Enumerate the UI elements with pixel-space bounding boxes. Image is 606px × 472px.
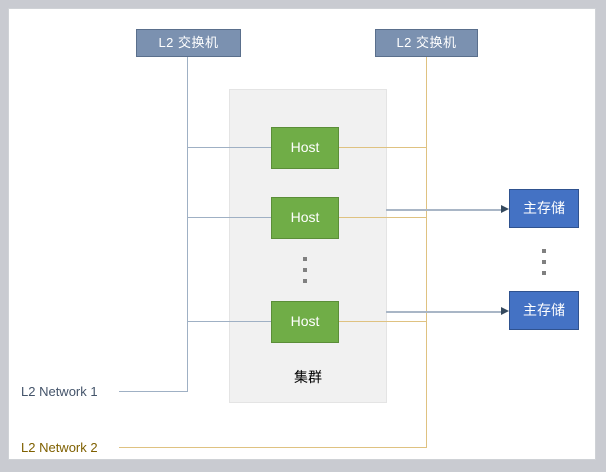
network-label-1: L2 Network 1	[21, 384, 98, 399]
storage-ellipsis-icon	[542, 249, 546, 275]
primary-storage-1[interactable]: 主存储	[509, 189, 579, 228]
network1-label-line	[119, 391, 188, 392]
host-ellipsis-icon	[303, 257, 307, 283]
storage-arrow-line-2	[386, 311, 501, 313]
storage-arrow-line-1	[386, 209, 501, 211]
diagram-paper: L2 交换机 L2 交换机 Host Host Host 集群 主存储 主存储 …	[8, 8, 596, 460]
network1-branch-host-3	[187, 321, 271, 322]
storage-arrow-head-2	[501, 307, 509, 315]
l2-switch-left[interactable]: L2 交换机	[136, 29, 241, 57]
network2-branch-host-2	[339, 217, 427, 218]
storage-arrow-head-1	[501, 205, 509, 213]
cluster-label: 集群	[294, 369, 322, 385]
primary-storage-2[interactable]: 主存储	[509, 291, 579, 330]
host-node-2[interactable]: Host	[271, 197, 339, 239]
network1-trunk-line	[187, 57, 188, 391]
network-label-2: L2 Network 2	[21, 440, 98, 455]
network1-branch-host-1	[187, 147, 271, 148]
network2-label-line	[119, 447, 427, 448]
l2-switch-right[interactable]: L2 交换机	[375, 29, 478, 57]
network2-branch-host-1	[339, 147, 427, 148]
network1-branch-host-2	[187, 217, 271, 218]
host-node-1[interactable]: Host	[271, 127, 339, 169]
host-node-3[interactable]: Host	[271, 301, 339, 343]
network2-branch-host-3	[339, 321, 427, 322]
network2-trunk-line	[426, 57, 427, 447]
